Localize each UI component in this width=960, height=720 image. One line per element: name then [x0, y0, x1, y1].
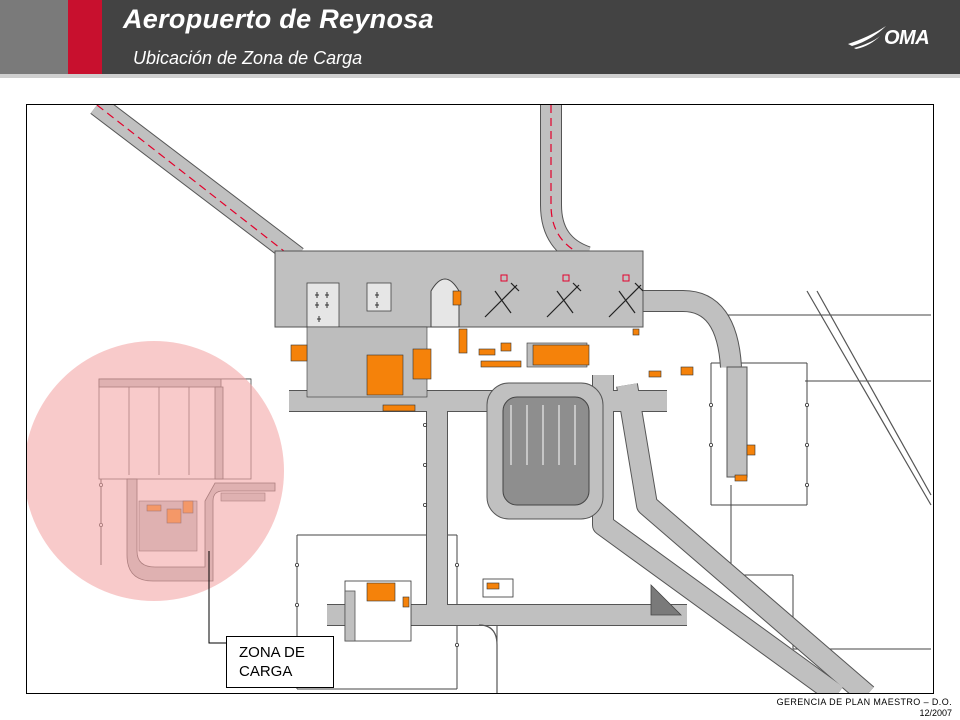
- main-apron: [274, 250, 644, 328]
- terminal-buildings: [290, 326, 694, 412]
- header-bar: Aeropuerto de Reynosa Ubicación de Zona …: [0, 0, 960, 74]
- south-buildings: [344, 578, 682, 642]
- header-red-accent: [68, 0, 102, 74]
- callout-label-line1: ZONA DE: [239, 644, 305, 661]
- cargo-zone: [27, 341, 284, 644]
- east-apron: [726, 366, 756, 482]
- callout-label-line2: CARGA: [239, 663, 293, 680]
- footer-date: 12/2007: [919, 708, 952, 718]
- parking-loop: [486, 382, 604, 520]
- page-title: Aeropuerto de Reynosa: [123, 4, 434, 34]
- footer-department: GERENCIA DE PLAN MAESTRO – D.O.: [776, 697, 952, 707]
- header-left-block: [0, 0, 68, 74]
- airport-map: [26, 104, 934, 694]
- cargo-zone-callout: ZONA DE CARGA: [226, 636, 334, 688]
- page-subtitle: Ubicación de Zona de Carga: [133, 48, 363, 68]
- cargo-highlight-circle: [27, 341, 284, 601]
- oma-logo-icon: [848, 26, 886, 49]
- aircraft-icon: [484, 282, 644, 318]
- logo-text: OMA: [884, 27, 930, 49]
- header-stripe: [0, 74, 960, 78]
